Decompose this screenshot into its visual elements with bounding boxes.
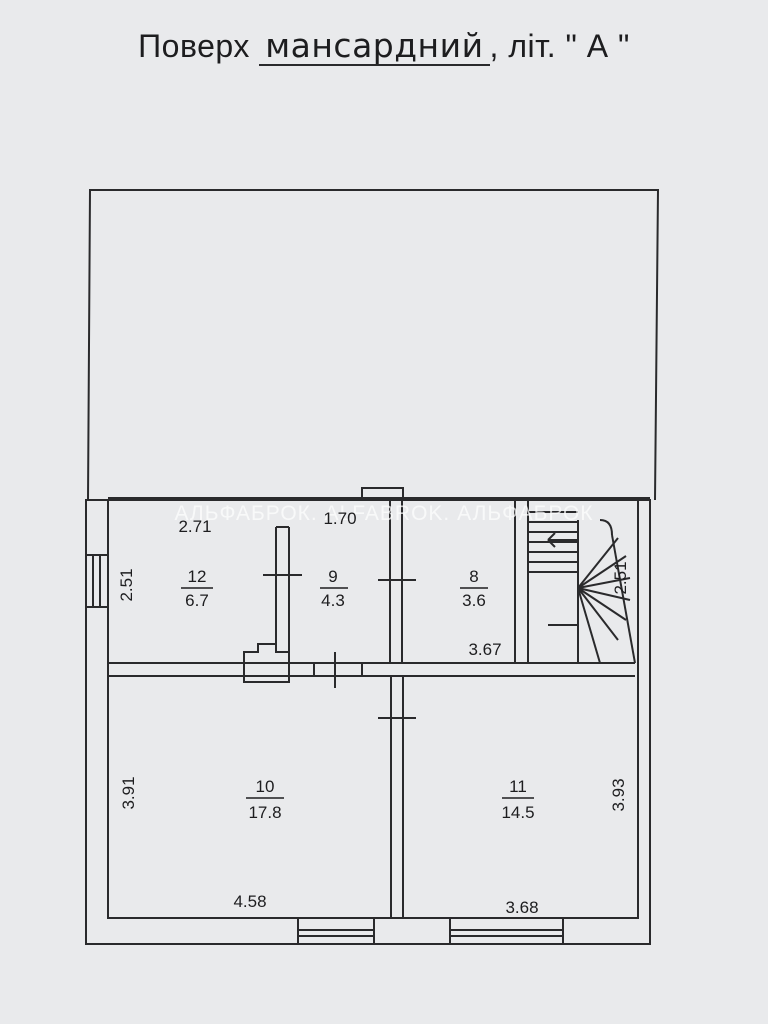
room-area: 14.5 [501, 803, 534, 822]
roof-outline [87, 189, 660, 501]
dim-room12-height: 2.51 [117, 568, 136, 601]
room-number: 11 [509, 777, 527, 796]
chimney [361, 487, 404, 501]
room-number: 9 [328, 567, 337, 586]
room-label-11: 11 14.5 [501, 777, 534, 822]
watermark: АЛЬФАБРОК. ALFABROK. АЛЬФАБРОК [174, 502, 593, 525]
floor-title: Поверх мансардний, літ. " А " [0, 28, 768, 66]
dim-room11-width: 3.68 [505, 898, 538, 917]
room-label-10: 10 17.8 [246, 777, 284, 822]
left-window [85, 554, 109, 608]
staircase [527, 500, 636, 664]
dim-room10-height: 3.91 [119, 776, 138, 809]
room-number: 10 [256, 777, 275, 796]
pillar [243, 643, 290, 683]
room-area: 3.6 [462, 591, 486, 610]
room-number: 12 [188, 567, 207, 586]
dim-stair-height: 2.51 [611, 561, 630, 594]
room-number: 8 [469, 567, 478, 586]
dim-room10-width: 4.58 [233, 892, 266, 911]
outer-wall-outer [85, 499, 651, 945]
title-suffix: , літ. " А " [489, 28, 630, 64]
room-label-8: 8 3.6 [460, 567, 488, 610]
dim-room8-width: 3.67 [468, 640, 501, 659]
room-area: 6.7 [185, 591, 209, 610]
title-handwritten-floor: мансардний [259, 29, 490, 66]
dim-room11-height: 3.93 [609, 778, 628, 811]
room-label-9: 9 4.3 [320, 567, 348, 610]
title-prefix: Поверх [138, 28, 250, 64]
dim-room12-width: 2.71 [178, 517, 211, 536]
room-area: 4.3 [321, 591, 345, 610]
room-label-12: 12 6.7 [181, 567, 213, 610]
room-area: 17.8 [248, 803, 281, 822]
dim-room9-width: 1.70 [323, 509, 356, 528]
